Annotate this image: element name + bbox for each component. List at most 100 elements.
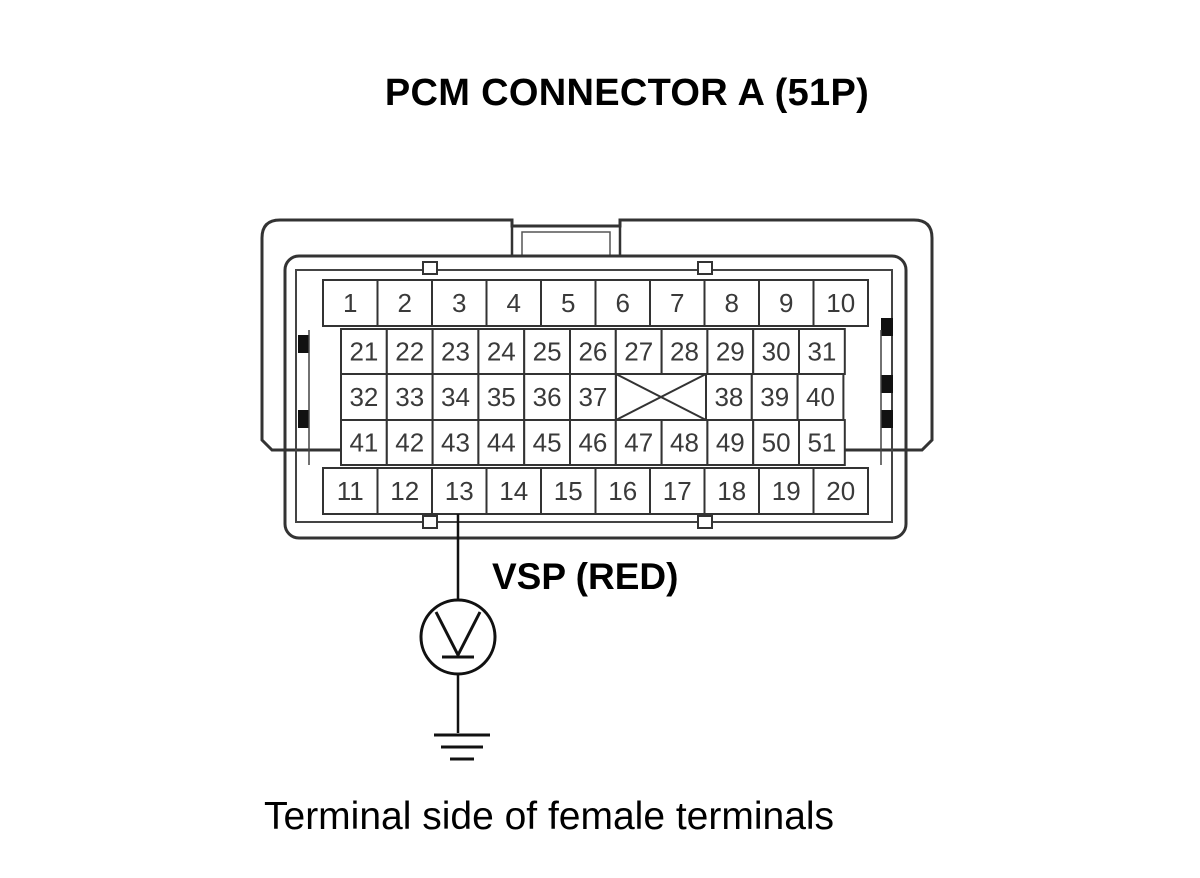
pin-cavity [385,419,434,466]
pin-49-label: 49 [716,428,745,458]
pin-cavity [649,467,706,515]
pin-14-label: 14 [499,476,528,506]
pin-cavity [477,373,526,421]
pin-11-label: 11 [337,476,364,506]
pin-50-label: 50 [762,428,791,458]
pin-cavity [485,279,542,327]
key-right-2 [881,375,893,393]
pin-48-label: 48 [670,428,699,458]
pin-8-label: 8 [725,288,739,318]
probe-label: VSP (RED) [492,556,679,597]
pin-9-label: 9 [779,288,793,318]
pin-21-label: 21 [349,337,378,367]
voltmeter-symbol [419,598,497,676]
pin-33-label: 33 [395,382,424,412]
pin-cavity [540,279,597,327]
pin-3-label: 3 [452,288,466,318]
pin-26-label: 26 [578,337,607,367]
key-right-3 [881,410,893,428]
pin-cavity [431,419,480,466]
pin-cavity [750,373,799,421]
pin-cavity [523,328,572,375]
pin-row-4: 41 42 43 44 45 46 47 48 49 50 51 [340,419,846,466]
pin-cavity [703,467,760,515]
pin-42-label: 42 [395,428,424,458]
pin-cavity [485,467,542,515]
pin-cavity [798,419,846,466]
pin-row-3: 32 33 34 35 36 37 38 39 40 [340,373,845,421]
pin-cavity [594,467,651,515]
pin-15-label: 15 [554,476,583,506]
pin-cavity [376,467,433,515]
pin-cavity [477,328,526,375]
pin-cavity [752,419,801,466]
pin-13-label: 13 [445,476,474,506]
pin-34-label: 34 [441,382,470,412]
pin-36-label: 36 [533,382,562,412]
pin-cavity [385,328,434,375]
diagram-caption: Terminal side of female terminals [264,795,835,838]
pin-cavity [703,279,760,327]
pin-cavity [798,328,846,375]
pin-44-label: 44 [487,428,516,458]
pin-19-label: 19 [772,476,801,506]
pin-6-label: 6 [616,288,630,318]
pin-51-label: 51 [807,428,836,458]
pin-24-label: 24 [487,337,516,367]
connector-latch-tab [510,224,622,258]
pin-27-label: 27 [624,337,653,367]
key-left-upper [298,335,309,353]
pin-cavity [431,467,488,515]
connector-inner-housing [283,254,908,540]
pin-23-label: 23 [441,337,470,367]
pin-5-label: 5 [561,288,575,318]
pin-16-label: 16 [608,476,637,506]
pin-39-label: 39 [760,382,789,412]
pin-46-label: 46 [578,428,607,458]
pin-cavity [322,279,379,327]
pin-7-label: 7 [670,288,684,318]
pin-17-label: 17 [663,476,692,506]
pin-47-label: 47 [624,428,653,458]
pin-cavity [614,328,663,375]
pin-cavity [706,419,755,466]
pin-31-label: 31 [807,337,836,367]
pin-cavity [752,328,801,375]
pin-cavity [523,419,572,466]
pin-43-label: 43 [441,428,470,458]
pin-1-label: 1 [343,288,357,318]
pin-cavity [594,279,651,327]
pin-22-label: 22 [395,337,424,367]
pin-28-label: 28 [670,337,699,367]
pin-25-label: 25 [533,337,562,367]
pin-cavity [812,279,869,327]
pin-37-label: 37 [578,382,607,412]
pin-2-label: 2 [398,288,412,318]
ground-icon [434,733,490,761]
pin-29-label: 29 [716,337,745,367]
pin-38-label: 38 [714,382,743,412]
pin-32-label: 32 [349,382,378,412]
pin-row-1: 1 2 3 4 5 6 7 8 9 10 [322,279,869,327]
pin-35-label: 35 [487,382,516,412]
pin-20-label: 20 [826,476,855,506]
pin-cavity [660,328,709,375]
pin-45-label: 45 [533,428,562,458]
pin-4-label: 4 [507,288,521,318]
pin-41-label: 41 [349,428,378,458]
key-right-1 [881,318,893,336]
blocked-cavity [615,373,707,421]
diagram-title: PCM CONNECTOR A (51P) [384,72,870,114]
pin-40-label: 40 [806,382,835,412]
pin-10-label: 10 [826,288,855,318]
pin-cavity [812,467,869,515]
pin-cavity [540,467,597,515]
pin-cavity [649,279,706,327]
key-left-lower [298,410,309,428]
pin-cavity [477,419,526,466]
pin-18-label: 18 [717,476,746,506]
pin-cavity [569,419,617,466]
